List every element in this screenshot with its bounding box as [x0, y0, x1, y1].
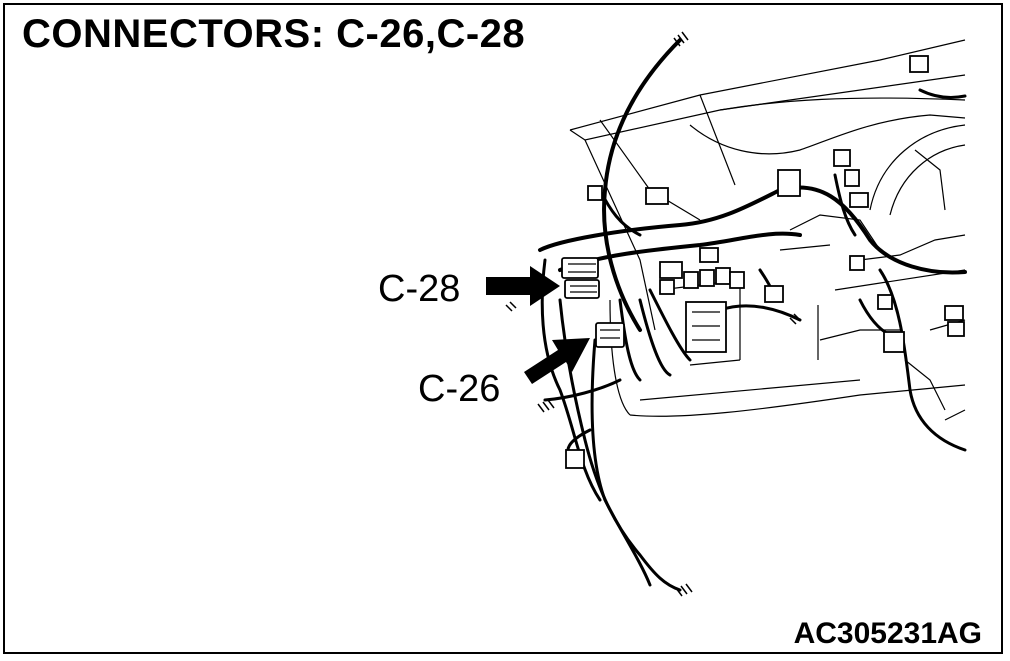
connector-c28-upper — [561, 257, 599, 279]
diagram-frame — [3, 3, 1003, 654]
figure-code: AC305231AG — [793, 617, 982, 650]
connector-c28-lower — [564, 279, 600, 299]
diagram-title: CONNECTORS: C-26,C-28 — [22, 12, 526, 56]
callout-arrows — [486, 266, 590, 384]
callout-label-c28: C-28 — [378, 268, 461, 310]
callout-label-c26: C-26 — [418, 368, 501, 410]
connector-c26 — [595, 322, 625, 348]
arrow-c26-icon — [524, 338, 590, 384]
connector-blocks — [561, 55, 965, 469]
dashboard-outline — [569, 39, 966, 421]
wire-cut-ends — [505, 31, 801, 597]
arrow-c28-icon — [486, 266, 560, 306]
harness-wires — [538, 38, 967, 592]
